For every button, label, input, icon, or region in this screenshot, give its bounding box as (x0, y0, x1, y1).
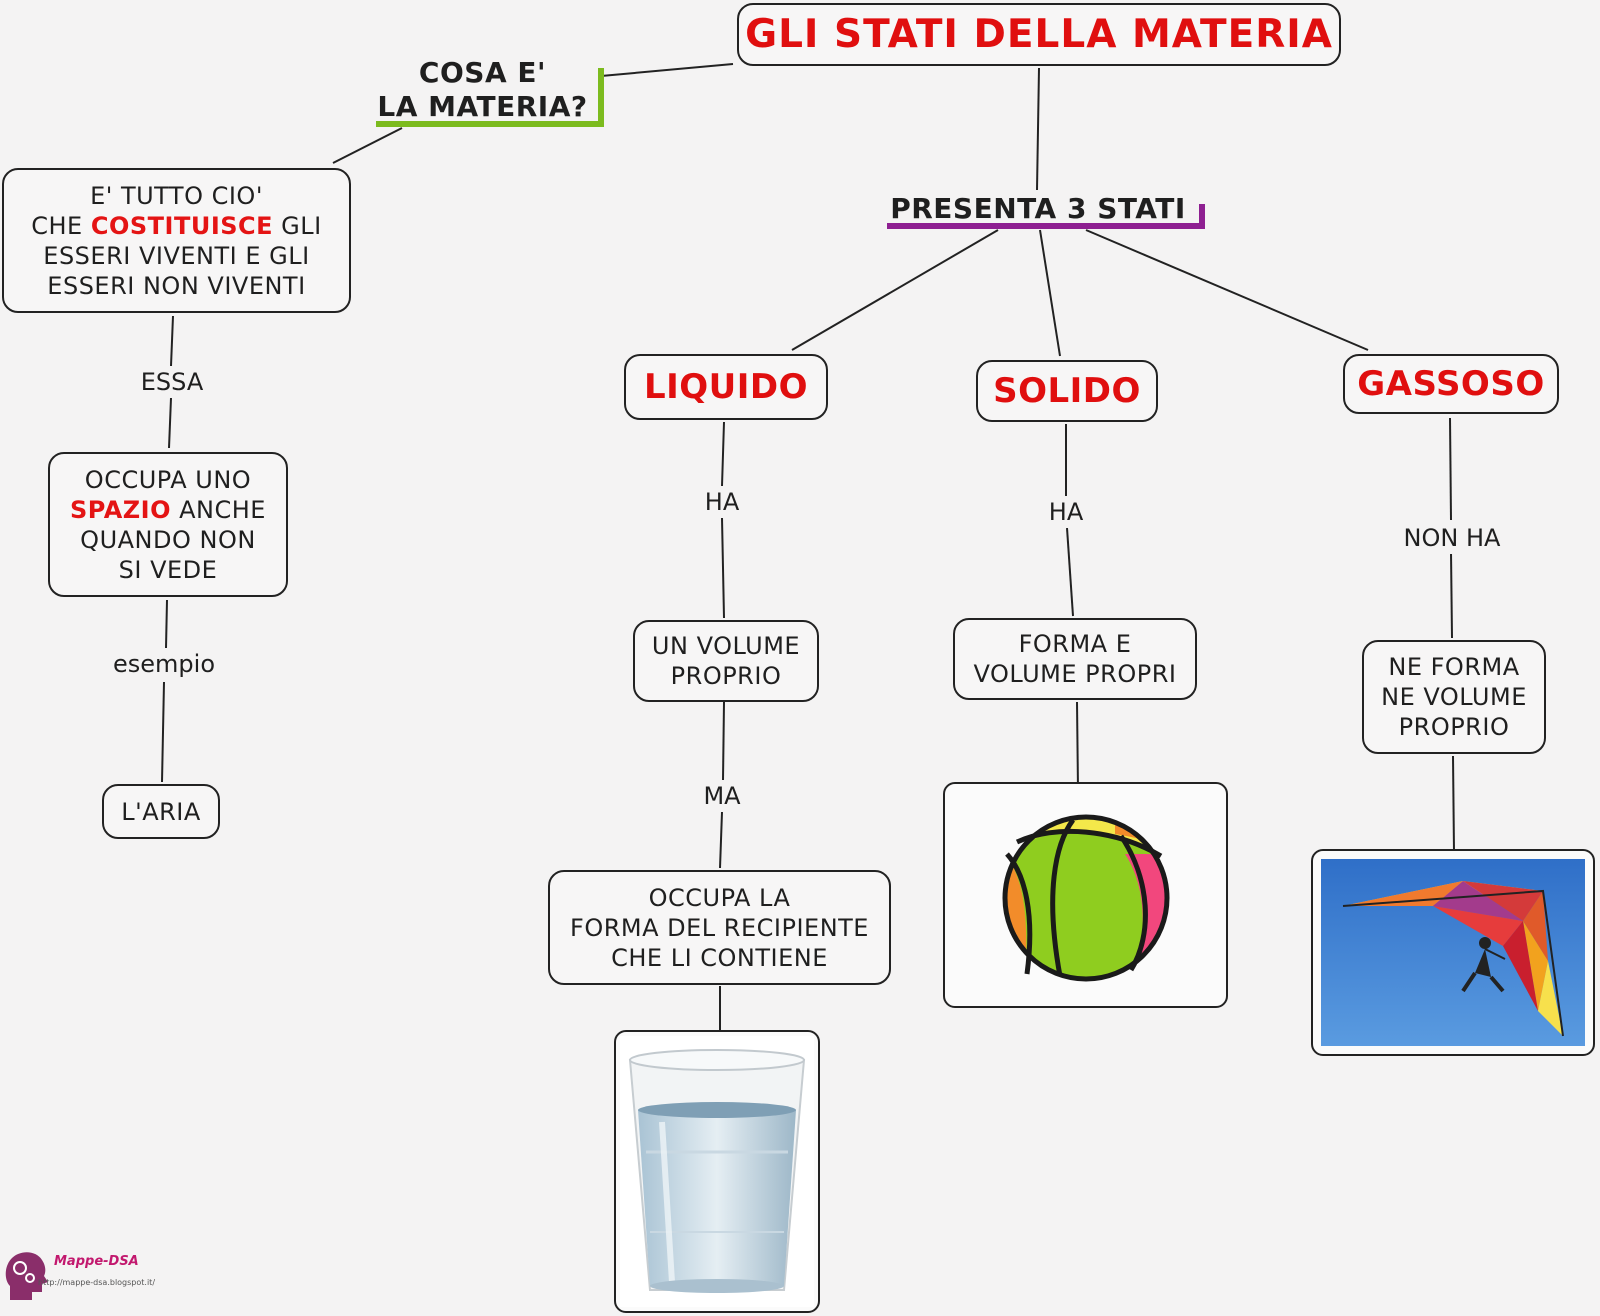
ball-icon (1002, 814, 1170, 982)
essa-label: ESSA (136, 366, 208, 398)
space-line-4: SI VEDE (118, 555, 218, 584)
spazio-highlight: SPAZIO (70, 495, 171, 524)
solid-name: SOLIDO (993, 371, 1141, 411)
space-line-1: OCCUPA UNO (84, 465, 252, 494)
solid-shape-volume-box: FORMA E VOLUME PROPRI (953, 618, 1197, 700)
example-box: L'ARIA (102, 784, 220, 839)
liquid-link-ma: MA (699, 780, 745, 812)
water-glass-icon (620, 1036, 814, 1307)
hang-glider-image (1311, 849, 1595, 1056)
space-line-2: SPAZIO ANCHE (70, 495, 266, 524)
gas-no-shape-box: NE FORMA NE VOLUME PROPRIO (1362, 640, 1546, 754)
liquid-state: LIQUIDO (624, 354, 828, 420)
mappe-dsa-logo: Mappe-DSA http://mappe-dsa.blogspot.it/ (2, 1248, 162, 1310)
liquid-shape-box: OCCUPA LA FORMA DEL RECIPIENTE CHE LI CO… (548, 870, 891, 985)
three-states-label: PRESENTA 3 STATI (890, 192, 1186, 225)
costituisce-highlight: COSTITUISCE (90, 211, 274, 240)
hang-glider-icon (1321, 859, 1585, 1046)
liquid-link-ha: HA (700, 486, 744, 518)
ball-image (943, 782, 1228, 1008)
solid-state: SOLIDO (976, 360, 1158, 422)
question-line-2: LA MATERIA? (377, 90, 588, 123)
logo-name: Mappe-DSA (54, 1254, 139, 1269)
liquid-volume-box: UN VOLUME PROPRIO (633, 620, 819, 702)
gas-state: GASSOSO (1343, 354, 1559, 414)
solid-link-ha: HA (1044, 496, 1088, 528)
liquid-name: LIQUIDO (643, 367, 809, 407)
gas-name: GASSOSO (1357, 364, 1545, 404)
main-title: GLI STATI DELLA MATERIA (737, 3, 1341, 66)
question-label: COSA E' LA MATERIA? (370, 56, 595, 124)
definition-line-4: ESSERI NON VIVENTI (47, 271, 306, 300)
space-box: OCCUPA UNO SPAZIO ANCHE QUANDO NON SI VE… (48, 452, 288, 597)
example-label: esempio (109, 648, 219, 680)
definition-line-1: E' TUTTO CIO' (90, 181, 263, 210)
question-line-1: COSA E' (418, 56, 547, 89)
space-line-3: QUANDO NON (80, 525, 256, 554)
water-glass-image (614, 1030, 820, 1313)
definition-line-3: ESSERI VIVENTI E GLI (43, 241, 310, 270)
gas-link-non-ha: NON HA (1399, 522, 1505, 554)
definition-box: E' TUTTO CIO' CHE COSTITUISCE GLI ESSERI… (2, 168, 351, 313)
definition-line-2: CHE COSTITUISCE GLI (31, 211, 322, 240)
head-gears-icon (5, 1252, 49, 1300)
logo-url: http://mappe-dsa.blogspot.it/ (38, 1278, 156, 1287)
main-title-text: GLI STATI DELLA MATERIA (745, 11, 1333, 57)
example-text: L'ARIA (121, 797, 201, 826)
